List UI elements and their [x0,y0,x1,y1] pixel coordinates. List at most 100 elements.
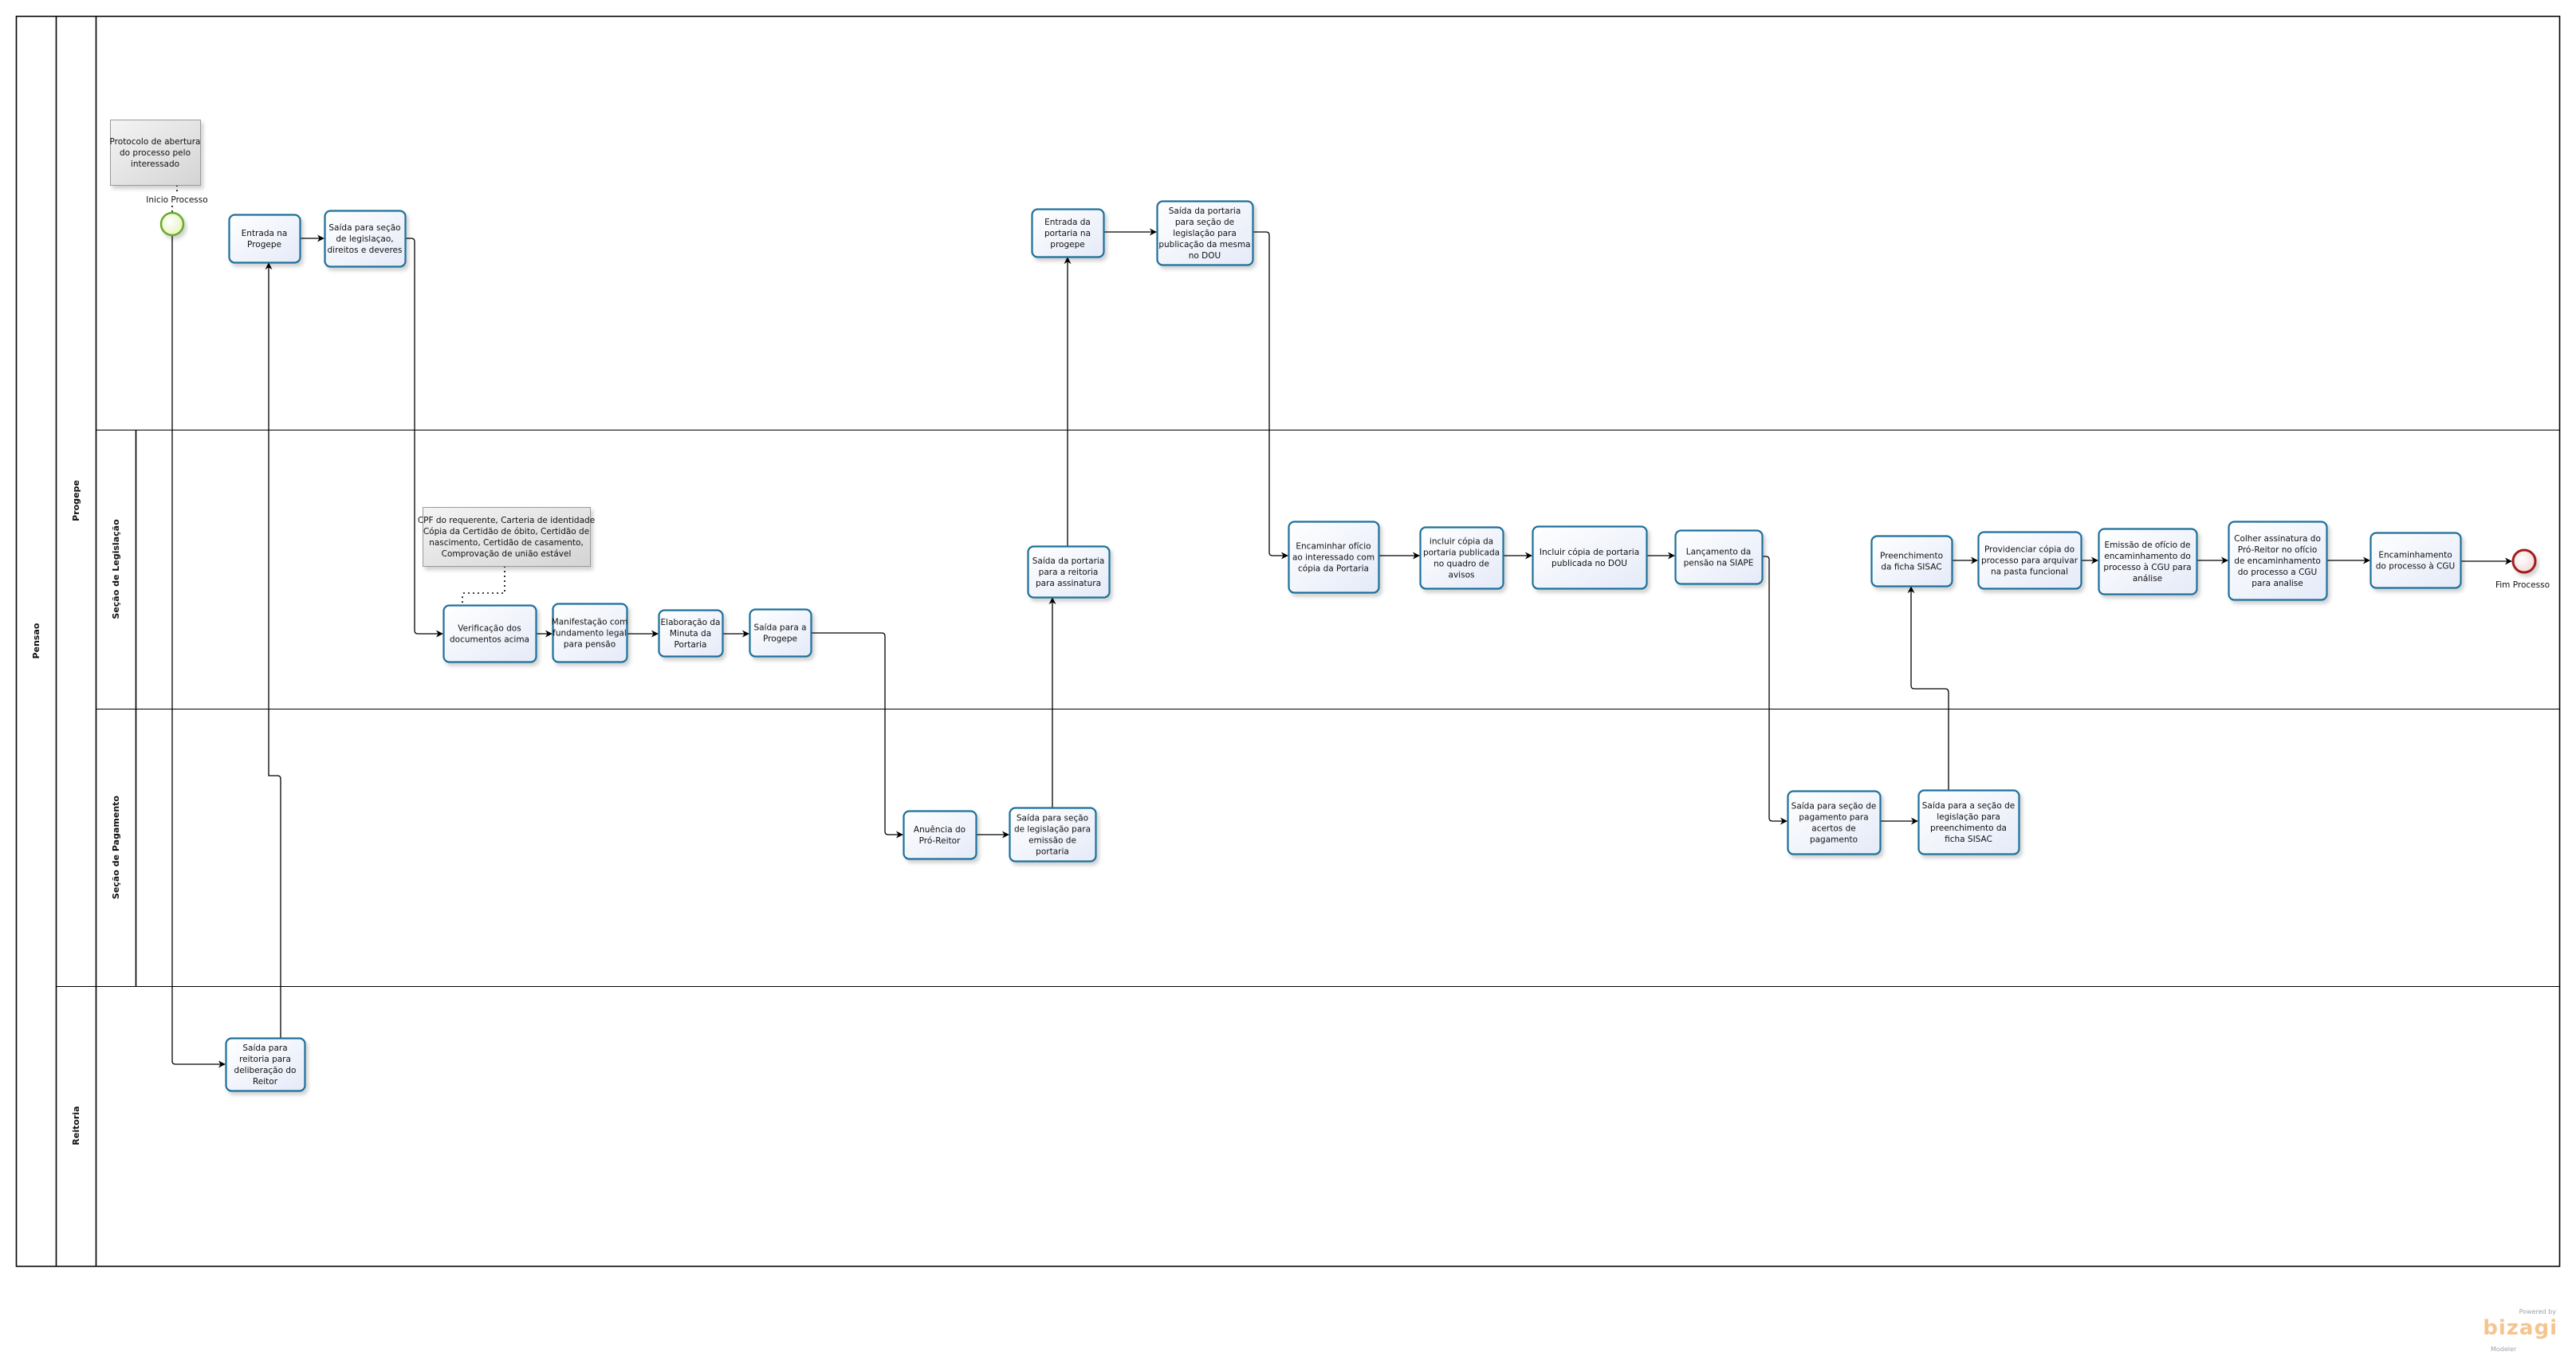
task-label-line: de legislaçao, [336,234,393,244]
flow-saida-progepe-to-anuencia[interactable] [811,632,903,839]
task-label-line: ficha SISAC [1945,835,1992,844]
flow-saida-legislacao-to-verificacao[interactable] [405,238,443,638]
task-lancamento[interactable]: Lançamento da pensão na SIAPE [1674,529,1764,585]
task-label-line: Pró-Reitor [919,836,961,846]
end-event-label: Fim Processo [2495,580,2550,590]
task-label-line: Emissão de ofício de [2105,540,2191,550]
task-box[interactable] [552,603,628,663]
task-label-line: no quadro de [1434,560,1489,569]
task-box[interactable] [324,210,407,268]
task-label-line: Progepe [247,240,281,250]
flow-saida-reitoria-to-entrada-progepe[interactable] [265,262,281,1038]
sequence-flows [171,228,2512,1068]
end-event-icon[interactable] [2511,548,2537,574]
task-box[interactable] [228,214,301,264]
task-label-line: reitoria para [239,1055,291,1064]
task-box[interactable] [903,810,977,860]
pool: Pensao Progepe Seção de Legislação Seção… [15,15,2561,1268]
text-annotation-documentos[interactable]: CPF do requerente, Carteria de identidad… [418,507,595,567]
start-event[interactable]: Inicio Processo [146,195,208,237]
task-box[interactable] [442,604,537,663]
task-box[interactable] [225,1037,306,1092]
flow-saida-sisac-to-preenchimento[interactable] [1907,586,1949,790]
task-label-line: análise [2133,574,2162,584]
task-label-line: portaria publicada [1423,548,1500,558]
annotation-line: nascimento, Certidão de casamento, [429,538,584,548]
lane-label-progepe: Progepe [71,480,81,521]
task-box[interactable] [2228,521,2328,601]
sublane-label-pagamento: Seção de Pagamento [111,796,121,899]
task-label-line: Saída para a seção de [1922,801,2015,811]
task-box[interactable] [1156,200,1254,266]
task-label-line: publicação da mesma [1158,240,1250,250]
task-label-line: deliberação do [234,1066,297,1075]
task-box[interactable] [1787,790,1882,855]
task-label-line: pagamento para [1799,813,1868,823]
task-label-line: pensão na SIAPE [1684,559,1754,568]
task-box[interactable] [2370,532,2462,589]
task-box[interactable] [1917,789,2020,855]
task-box[interactable] [1977,531,2082,590]
task-box[interactable] [1027,545,1111,599]
task-box[interactable] [1532,525,1648,590]
task-label-line: Saída da portaria [1169,206,1241,216]
task-box[interactable] [1031,208,1105,258]
task-box[interactable] [749,608,812,658]
task-label-line: Elaboração da [661,618,721,627]
flow-lancamento-to-saida-pagamento[interactable] [1762,556,1787,825]
task-box[interactable] [1288,521,1380,594]
annotation-line: do processo pelo [120,148,191,158]
task-label-line: para pensão [564,640,615,650]
task-label-line: Portaria [674,640,707,650]
start-event-icon[interactable] [159,211,185,237]
flow-saida-publicacao-to-encaminhar[interactable] [1253,231,1288,560]
task-label-line: de legislação para [1014,825,1091,835]
task-label-line: da ficha SISAC [1881,563,1941,572]
watermark-brand-logo: bizagi [2483,1316,2558,1340]
task-label-line: Pró-Reitor no ofício [2238,545,2318,555]
task-saida-emissao[interactable]: Saída para seção de legislação paraemissã… [1009,807,1097,863]
task-box[interactable] [1419,526,1504,590]
task-label-line: no DOU [1189,251,1221,261]
task-label-line: emissão de [1028,836,1076,846]
task-label-line: Saída para a [753,623,806,633]
task-box[interactable] [1870,535,1953,588]
task-label-line: para assinatura [1036,579,1101,588]
task-box[interactable] [1674,529,1764,585]
task-box[interactable] [658,609,724,658]
task-label-line: Saída para seção [328,223,400,233]
annotation-line: Protocolo de abertura [110,137,201,147]
task-label-line: Saída para seção [1017,814,1088,823]
task-box[interactable] [1009,807,1097,863]
task-box[interactable] [2098,528,2198,595]
end-event[interactable]: Fim Processo [2495,548,2550,590]
task-label-line: Lançamento da [1686,548,1751,557]
flow-start-to-saida-reitoria[interactable] [171,236,226,1068]
task-label-line: Colher assinatura do [2234,534,2321,544]
task-label-line: avisos [1449,571,1475,580]
task-label-line: encaminhamento do [2104,552,2191,561]
